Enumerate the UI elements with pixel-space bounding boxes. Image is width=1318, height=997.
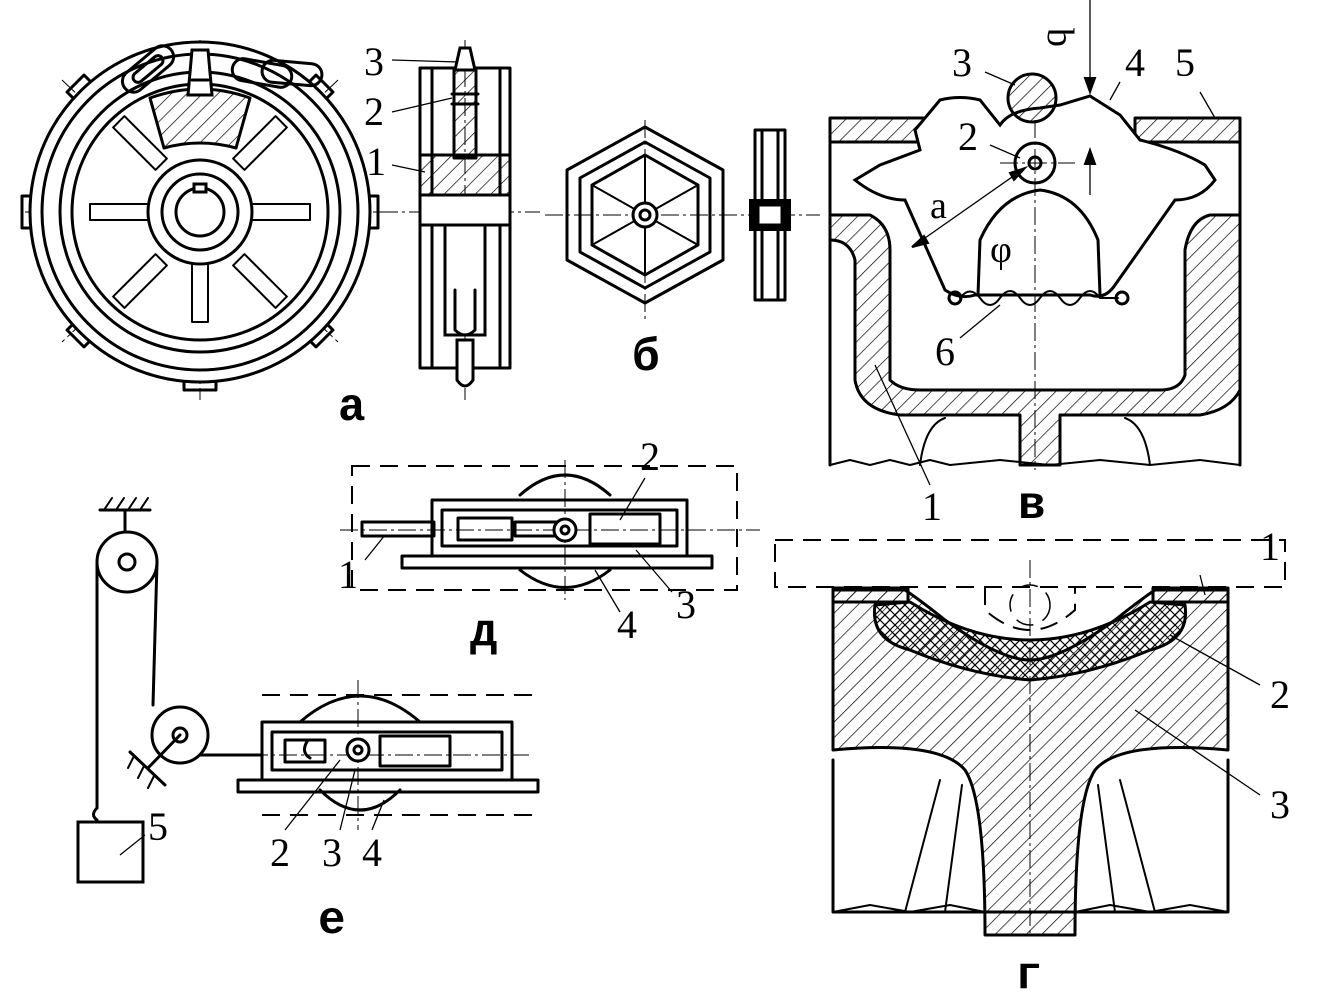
dimension-b: b: [1039, 28, 1081, 47]
panel-v-part-1: 1: [922, 484, 942, 529]
panel-a-part-2: 2: [364, 89, 384, 134]
panel-v-part-3: 3: [952, 40, 972, 85]
panel-d-part-2: 2: [640, 434, 660, 479]
panel-a-label: а: [338, 382, 366, 434]
panel-e-part-2: 2: [270, 830, 290, 875]
panel-g-part-3: 3: [1270, 782, 1290, 827]
panel-v-label: в: [1018, 480, 1046, 532]
panel-e-pulley: 5 2 3 4 е: [76, 497, 540, 947]
panel-d-carriage: 1 2 3 4 д: [338, 434, 760, 659]
dimension-a: a: [930, 185, 947, 227]
panel-a-wheel-front: а: [20, 40, 388, 434]
panel-d-part-4: 4: [617, 602, 637, 647]
panel-d-part-1: 1: [338, 552, 358, 597]
panel-d-label: д: [470, 607, 498, 659]
panel-a-part-3: 3: [364, 39, 384, 84]
panel-a-wheel-side: 3 2 1: [364, 39, 540, 400]
panel-d-part-3: 3: [676, 582, 696, 627]
panel-e-part-5: 5: [148, 804, 168, 849]
panel-g-part-2: 2: [1270, 672, 1290, 717]
panel-b-hexagon: б: [545, 120, 820, 384]
panel-g-section: 1 2 3 г: [774, 524, 1290, 997]
panel-v-part-2: 2: [958, 114, 978, 159]
panel-b-label: б: [632, 332, 660, 384]
panel-a-part-1: 1: [366, 139, 386, 184]
panel-e-part-4: 4: [362, 830, 382, 875]
panel-v-part-5: 5: [1175, 40, 1195, 85]
panel-e-label: е: [318, 895, 346, 947]
angle-phi: φ: [990, 229, 1012, 271]
panel-e-part-3: 3: [322, 830, 342, 875]
panel-v-part-6: 6: [935, 329, 955, 374]
panel-g-part-1: 1: [1260, 524, 1280, 569]
panel-g-label: г: [1015, 950, 1043, 997]
panel-v-section: 3 2 4 5 6 1 a b φ в: [828, 0, 1242, 532]
panel-v-part-4: 4: [1125, 40, 1145, 85]
